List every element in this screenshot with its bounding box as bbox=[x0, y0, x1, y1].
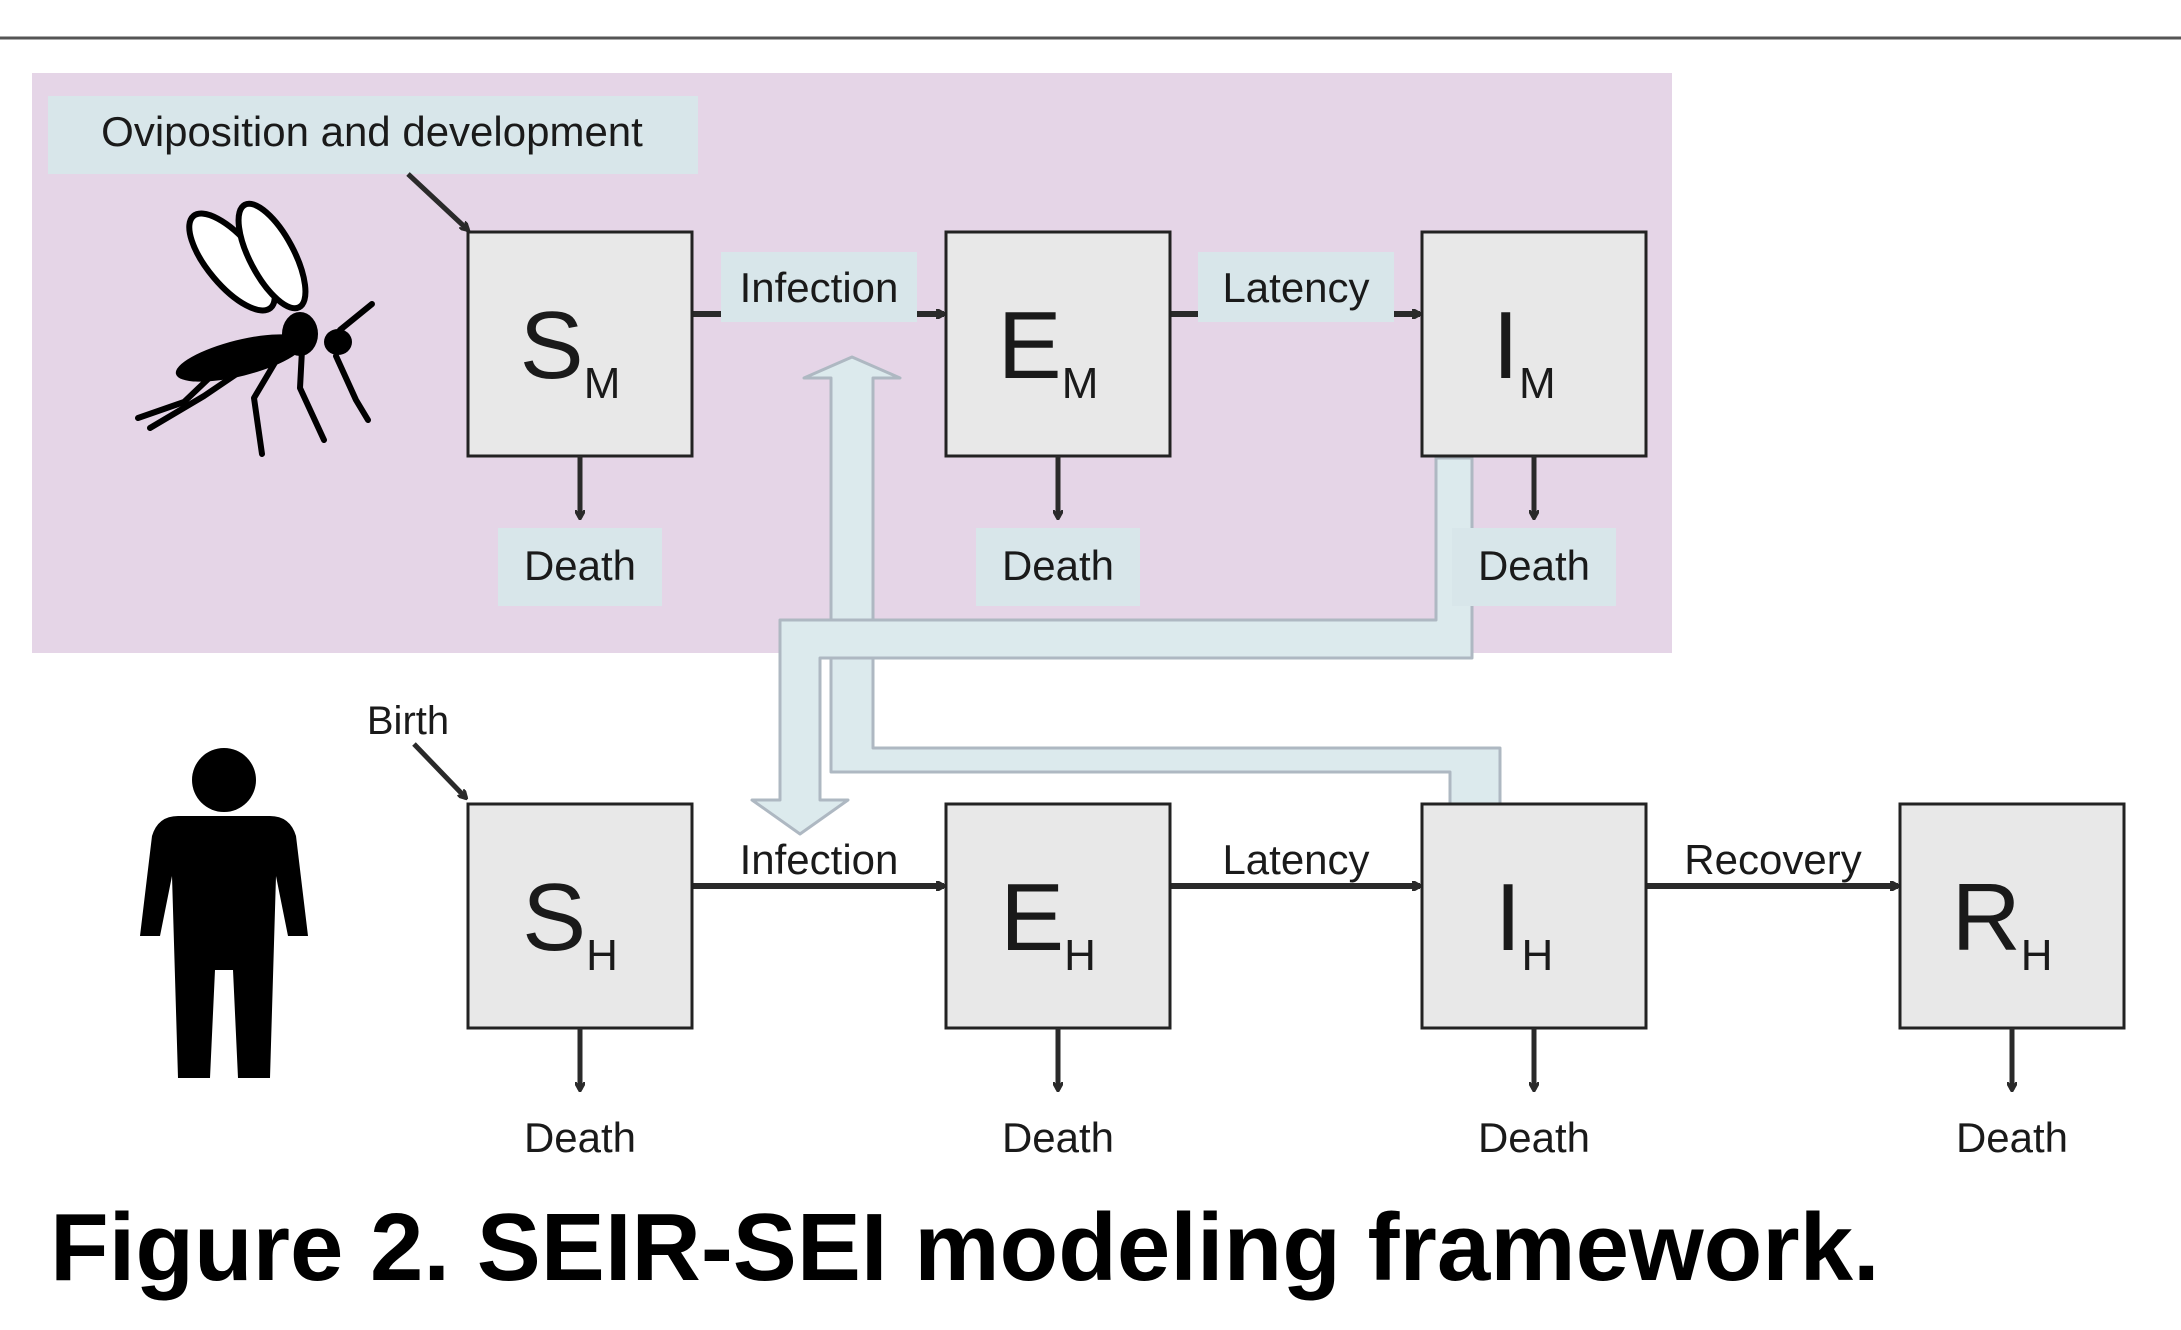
mosquito-im-box bbox=[1420, 230, 1648, 458]
mosquito-im-label: IM bbox=[1492, 292, 1555, 408]
transmission-band-mosquito-to-human bbox=[750, 456, 1474, 836]
human-sh-box bbox=[466, 802, 694, 1030]
mosquito-em-death-label-bg bbox=[976, 528, 1140, 606]
human-latency-label: Latency bbox=[1222, 836, 1369, 883]
human-recovery-label: Recovery bbox=[1684, 836, 1861, 883]
human-infection-label: Infection bbox=[740, 836, 899, 883]
mosquito-sm-label: SM bbox=[520, 292, 621, 408]
mosquito-im-death-label-bg bbox=[1452, 528, 1616, 606]
figure-caption: Figure 2. SEIR-SEI modeling framework. bbox=[50, 1194, 1880, 1301]
mosquito-inflow-arrow bbox=[406, 172, 468, 230]
mosquito-infection-label: Infection bbox=[740, 264, 899, 311]
mosquito-inflow-label: Oviposition and development bbox=[101, 108, 643, 155]
mosquito-em-box bbox=[944, 230, 1172, 458]
human-ih-box bbox=[1420, 802, 1648, 1030]
mosquito-em-death-label: Death bbox=[1002, 542, 1114, 589]
human-icon bbox=[140, 748, 308, 1078]
mosquito-sm-death-label-bg bbox=[498, 528, 662, 606]
human-inflow-label: Birth bbox=[367, 699, 449, 743]
mosquito-em-label: EM bbox=[998, 292, 1099, 408]
mosquito-im-death-label: Death bbox=[1478, 542, 1590, 589]
human-eh-label: EH bbox=[1000, 864, 1096, 980]
mosquito-inflow-label-bg bbox=[48, 96, 698, 174]
mosquito-icon bbox=[135, 200, 375, 457]
mosquito-latency-label-bg bbox=[1198, 252, 1394, 322]
mosquito-infection-label-bg bbox=[721, 252, 917, 322]
human-sh-label: SH bbox=[522, 864, 618, 980]
human-rh-box bbox=[1898, 802, 2126, 1030]
human-rh-label: RH bbox=[1951, 864, 2052, 980]
human-eh-death-label: Death bbox=[1002, 1114, 1114, 1161]
mosquito-sm-death-label: Death bbox=[524, 542, 636, 589]
human-rh-death-label: Death bbox=[1956, 1114, 2068, 1161]
transmission-band-human-to-mosquito bbox=[802, 355, 1502, 806]
human-ih-death-label: Death bbox=[1478, 1114, 1590, 1161]
mosquito-sm-box bbox=[466, 230, 694, 458]
mosquito-latency-label: Latency bbox=[1222, 264, 1369, 311]
human-inflow-arrow bbox=[412, 742, 466, 798]
human-ih-label: IH bbox=[1495, 864, 1553, 980]
human-sh-death-label: Death bbox=[524, 1114, 636, 1161]
